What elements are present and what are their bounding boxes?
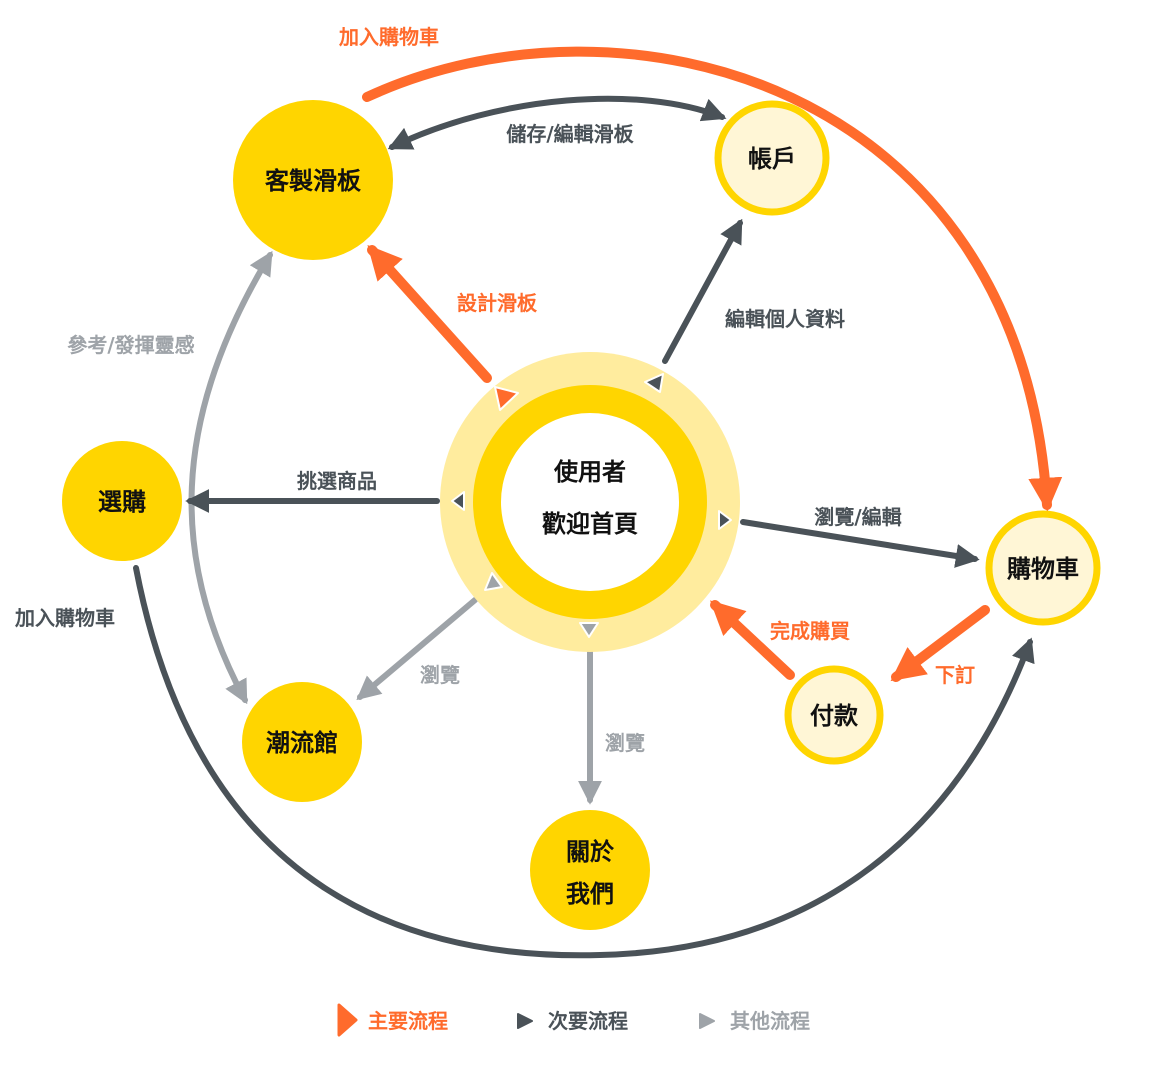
edge-edit-profile <box>662 218 743 364</box>
node-welcome-home-line2: 歡迎首頁 <box>542 510 638 538</box>
port-profile-icon <box>644 373 664 393</box>
node-account-label: 帳戶 <box>748 145 796 173</box>
label-add-to-cart-bottom: 加入購物車 <box>14 606 115 630</box>
label-complete-purchase: 完成購買 <box>770 619 850 643</box>
port-cart-icon <box>718 510 732 530</box>
port-about-icon <box>579 622 599 638</box>
node-custom-board-label: 客製滑板 <box>265 167 362 195</box>
edge-place-order <box>890 605 990 682</box>
node-cart[interactable]: 購物車 <box>985 510 1101 626</box>
legend-other-label: 其他流程 <box>730 1009 810 1033</box>
label-browse-edit: 瀏覽/編輯 <box>814 505 901 529</box>
label-save-edit-board: 儲存/編輯滑板 <box>506 122 634 146</box>
legend-secondary-label: 次要流程 <box>548 1009 628 1033</box>
legend: 主要流程 次要流程 其他流程 <box>337 1003 810 1037</box>
edge-complete-purchase <box>710 600 795 680</box>
node-trend[interactable]: 潮流館 <box>242 682 362 802</box>
node-about[interactable]: 關於 我們 <box>530 810 650 930</box>
node-payment-label: 付款 <box>810 702 859 730</box>
edge-add-to-cart-top <box>362 46 1063 512</box>
port-design-icon <box>494 386 519 411</box>
label-reference-inspire: 參考/發揮靈感 <box>67 333 194 357</box>
legend-item-other: 其他流程 <box>699 1009 810 1033</box>
node-trend-label: 潮流館 <box>266 729 338 757</box>
legend-primary-label: 主要流程 <box>368 1009 448 1033</box>
node-cart-label: 購物車 <box>1007 555 1079 583</box>
edge-reference-inspire <box>188 250 273 705</box>
label-place-order: 下訂 <box>935 663 975 687</box>
legend-primary-icon <box>337 1003 358 1037</box>
edge-browse-trend <box>356 597 478 701</box>
node-custom-board[interactable]: 客製滑板 <box>233 100 393 260</box>
port-trend-icon <box>484 572 503 591</box>
label-browse-about: 瀏覽 <box>605 731 645 755</box>
edge-browse-edit <box>740 519 980 568</box>
legend-item-primary: 主要流程 <box>337 1003 448 1037</box>
legend-item-secondary: 次要流程 <box>517 1009 628 1033</box>
edge-design-board <box>367 244 492 383</box>
label-design-board: 設計滑板 <box>457 291 538 315</box>
legend-secondary-icon <box>517 1013 533 1029</box>
label-edit-profile: 編輯個人資料 <box>725 307 845 331</box>
node-welcome-home-line1: 使用者 <box>553 458 626 486</box>
node-shop-label: 選購 <box>98 488 146 516</box>
label-add-to-cart-top: 加入購物車 <box>338 25 439 49</box>
edge-save-edit-board <box>387 95 727 150</box>
node-account[interactable]: 帳戶 <box>714 100 830 216</box>
label-browse-trend: 瀏覽 <box>420 663 460 687</box>
port-pick-icon <box>451 491 465 511</box>
node-about-line2: 我們 <box>566 880 614 908</box>
center-port-markers <box>451 373 732 638</box>
node-about-line1: 關於 <box>566 838 615 866</box>
legend-other-icon <box>699 1013 715 1029</box>
label-pick-products: 挑選商品 <box>297 469 377 493</box>
node-welcome-home[interactable]: 使用者 歡迎首頁 <box>440 352 740 652</box>
node-shop[interactable]: 選購 <box>62 441 182 561</box>
node-payment[interactable]: 付款 <box>784 665 884 765</box>
edge-add-to-cart-bottom <box>133 565 1035 959</box>
